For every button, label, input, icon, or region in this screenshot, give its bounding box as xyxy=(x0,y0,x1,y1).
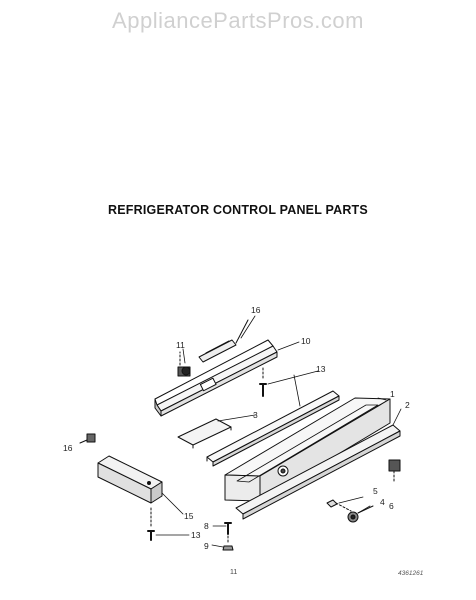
part-13-screw-lower xyxy=(147,507,155,541)
callout-3: 3 xyxy=(253,410,258,420)
part-13-screw-upper xyxy=(259,367,267,397)
callout-12: 16 xyxy=(251,305,261,315)
part-3-plate xyxy=(177,418,232,449)
callout-8: 8 xyxy=(204,521,209,531)
callout-11: 11 xyxy=(176,340,185,350)
page-title: REFRIGERATOR CONTROL PANEL PARTS xyxy=(108,203,368,217)
callout-2: 2 xyxy=(405,400,410,410)
part-15-endcap xyxy=(97,455,163,504)
drawing-number: 4361261 xyxy=(398,570,424,577)
callout-4: 4 xyxy=(380,497,385,507)
callout-16: 16 xyxy=(63,443,73,453)
part-4-5-socket xyxy=(326,499,374,523)
part-16-clip xyxy=(79,433,96,444)
callout-9: 9 xyxy=(204,541,209,551)
part-6-switch xyxy=(388,459,401,482)
watermark: AppliancePartsPros.com xyxy=(112,8,364,33)
part-10-bracket xyxy=(154,339,278,417)
callout-6: 6 xyxy=(389,501,394,511)
page-number: 11 xyxy=(230,569,238,576)
callout-13-bottom: 13 xyxy=(191,530,201,540)
callout-5: 5 xyxy=(373,486,378,496)
callout-15: 15 xyxy=(184,511,194,521)
part-8-9-fasteners xyxy=(222,522,234,551)
callout-13-top: 13 xyxy=(316,364,326,374)
part-11-control xyxy=(177,351,191,377)
part-1-housing xyxy=(224,397,391,502)
callout-10: 10 xyxy=(301,336,311,346)
part-2-trim xyxy=(235,424,401,520)
callout-1: 1 xyxy=(390,389,395,399)
part-12-sensor xyxy=(198,319,249,363)
part-13-strip xyxy=(206,390,340,467)
